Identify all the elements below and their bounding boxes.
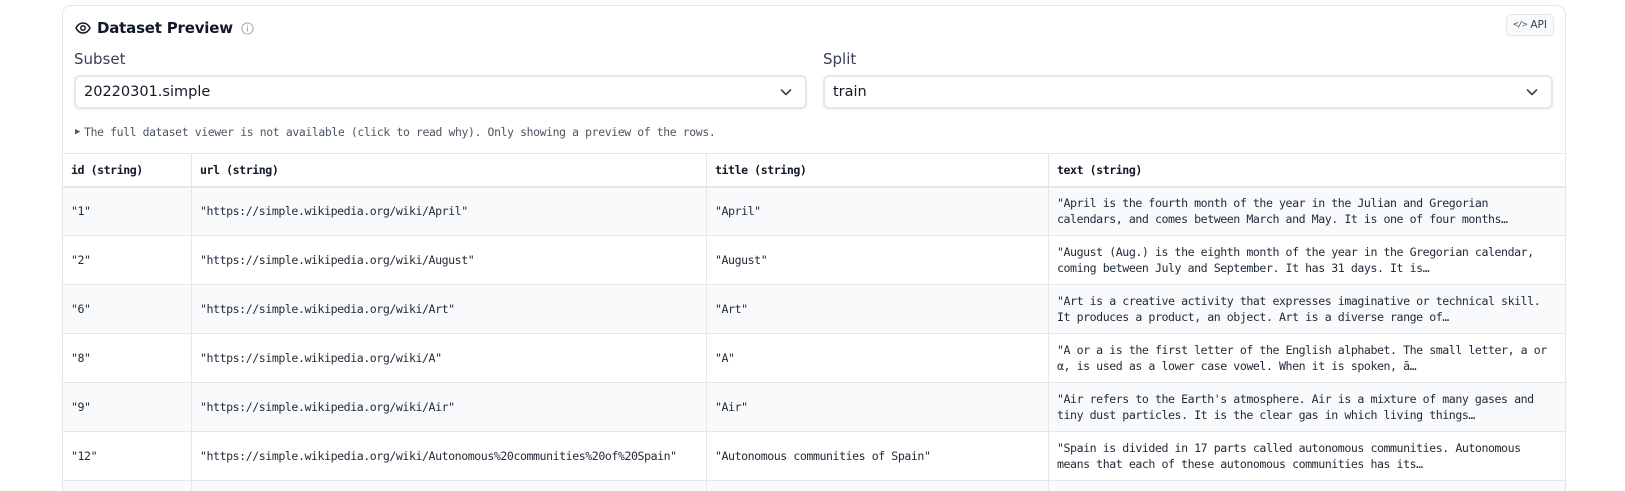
table-row[interactable]: "9" "https://simple.wikipedia.org/wiki/A… — [63, 382, 1565, 432]
cell-text-content: "Air refers to the Earth's atmosphere. A… — [1057, 392, 1534, 422]
cell-title: "August" — [706, 235, 1049, 285]
cell-id: "8" — [63, 333, 192, 383]
eye-icon — [75, 20, 91, 36]
cell-text — [1048, 480, 1565, 491]
cell-url: "https://simple.wikipedia.org/wiki/Auton… — [191, 431, 707, 481]
cell-url: "https://simple.wikipedia.org/wiki/Art" — [191, 284, 707, 334]
cell-text: "A or a is the first letter of the Engli… — [1048, 333, 1565, 383]
api-button[interactable]: </> API — [1506, 14, 1554, 36]
cell-url: "https://simple.wikipedia.org/wiki/April… — [191, 186, 707, 236]
cell-url: "https://simple.wikipedia.org/wiki/Augus… — [191, 235, 707, 285]
api-button-label: API — [1530, 19, 1547, 31]
subset-select[interactable]: 20220301.simple — [74, 75, 807, 109]
subset-value: 20220301.simple — [84, 84, 211, 100]
column-header-url[interactable]: url (string) — [191, 153, 707, 188]
cell-url: "https://simple.wikipedia.org/wiki/Air" — [191, 382, 707, 432]
table-row[interactable]: "12" "https://simple.wikipedia.org/wiki/… — [63, 431, 1565, 481]
notice-text: The full dataset viewer is not available… — [84, 125, 716, 139]
cell-text-content: "Art is a creative activity that express… — [1057, 294, 1541, 324]
table-row[interactable]: "8" "https://simple.wikipedia.org/wiki/A… — [63, 333, 1565, 383]
cell-id: "6" — [63, 284, 192, 334]
chevron-down-icon — [779, 85, 793, 99]
split-field: Split train — [823, 48, 1553, 109]
cell-title: "A" — [706, 333, 1049, 383]
cell-url-text: "https://simple.wikipedia.org/wiki/A" — [200, 351, 442, 365]
cell-url-text: "https://simple.wikipedia.org/wiki/Air" — [200, 400, 455, 414]
cell-url-text: "https://simple.wikipedia.org/wiki/April… — [200, 204, 468, 219]
triangle-right-icon: ▶ — [75, 127, 81, 137]
cell-url — [191, 480, 707, 491]
cell-title — [706, 480, 1049, 491]
table-row[interactable]: "2" "https://simple.wikipedia.org/wiki/A… — [63, 235, 1565, 285]
cell-text-content: "August (Aug.) is the eighth month of th… — [1057, 245, 1534, 275]
chevron-down-icon — [1525, 85, 1539, 99]
table-header-row: id (string) url (string) title (string) … — [63, 153, 1565, 188]
split-value: train — [833, 84, 867, 100]
code-icon: </> — [1513, 20, 1527, 30]
viewer-unavailable-notice[interactable]: ▶ The full dataset viewer is not availab… — [75, 125, 716, 139]
table-row[interactable]: "6" "https://simple.wikipedia.org/wiki/A… — [63, 284, 1565, 334]
table-row[interactable]: "1" "https://simple.wikipedia.org/wiki/A… — [63, 186, 1565, 236]
cell-title: "Autonomous communities of Spain" — [706, 431, 1049, 481]
cell-id: "9" — [63, 382, 192, 432]
cell-id: "1" — [63, 186, 192, 236]
cell-id: "2" — [63, 235, 192, 285]
cell-text-content: "Spain is divided in 17 parts called aut… — [1057, 441, 1521, 471]
card-header: Dataset Preview — [75, 17, 254, 39]
column-header-text[interactable]: text (string) — [1048, 153, 1565, 188]
subset-label: Subset — [74, 50, 126, 68]
column-header-title[interactable]: title (string) — [706, 153, 1049, 188]
column-header-id[interactable]: id (string) — [63, 153, 192, 188]
cell-title: "Air" — [706, 382, 1049, 432]
cell-title: "Art" — [706, 284, 1049, 334]
info-icon[interactable] — [241, 21, 254, 35]
cell-text: "Spain is divided in 17 parts called aut… — [1048, 431, 1565, 481]
cell-text: "Art is a creative activity that express… — [1048, 284, 1565, 334]
cell-id: "12" — [63, 431, 192, 481]
cell-text-content: "April is the fourth month of the year i… — [1057, 196, 1508, 227]
split-select[interactable]: train — [823, 75, 1553, 109]
dataset-preview-card: Dataset Preview </> API Subset 20220301.… — [62, 5, 1566, 491]
cell-url: "https://simple.wikipedia.org/wiki/A" — [191, 333, 707, 383]
cell-url-text: "https://simple.wikipedia.org/wiki/Augus… — [200, 253, 475, 267]
cell-text: "Air refers to the Earth's atmosphere. A… — [1048, 382, 1565, 432]
cell-id — [63, 480, 192, 491]
preview-table: id (string) url (string) title (string) … — [63, 153, 1565, 491]
subset-field: Subset 20220301.simple — [74, 48, 807, 109]
split-label: Split — [823, 50, 857, 68]
cell-url-text: "https://simple.wikipedia.org/wiki/Auton… — [200, 449, 677, 463]
cell-url-text: "https://simple.wikipedia.org/wiki/Art" — [200, 302, 455, 316]
card-title: Dataset Preview — [97, 19, 233, 37]
cell-text-content: "A or a is the first letter of the Engli… — [1057, 343, 1547, 373]
cell-text: "April is the fourth month of the year i… — [1048, 186, 1565, 236]
cell-text: "August (Aug.) is the eighth month of th… — [1048, 235, 1565, 285]
table-row-partial[interactable] — [63, 480, 1565, 491]
cell-title: "April" — [706, 186, 1049, 236]
